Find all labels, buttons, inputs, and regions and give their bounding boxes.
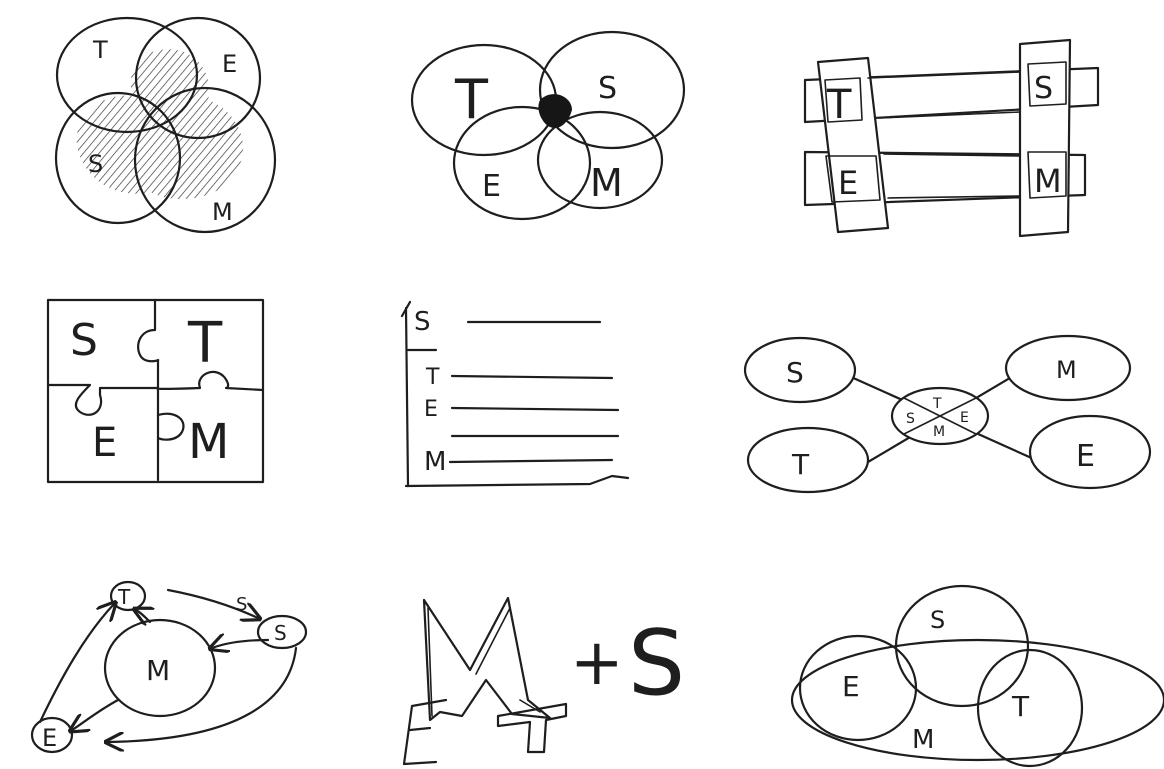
- label-m: M: [146, 654, 170, 687]
- sketch-overlap-four: T S E M: [412, 32, 684, 219]
- puzzle-vertical-seam: [138, 300, 158, 480]
- label-s: S: [930, 606, 945, 634]
- label-s: S: [628, 611, 685, 716]
- label-e: E: [92, 420, 117, 466]
- label-e: E: [42, 724, 57, 752]
- arrow-m-to-e: [72, 700, 118, 730]
- label-arrow-s: S: [236, 594, 247, 615]
- label-e: E: [1076, 439, 1095, 474]
- sketch-nested: S E T M: [792, 586, 1164, 766]
- label-t: T: [117, 585, 131, 609]
- label-e: E: [838, 164, 858, 202]
- sketch-woven-bars: T S E M: [805, 40, 1098, 236]
- label-m: M: [440, 692, 449, 703]
- label-plus: +: [570, 626, 624, 700]
- sketch-cycle: T S M E S: [32, 582, 306, 752]
- list-horizontal-axis: [406, 476, 628, 486]
- letter-t-outline: [498, 704, 566, 752]
- sketch-met-plus-s: M E T + S: [404, 598, 685, 764]
- label-t: T: [519, 732, 527, 743]
- arrow-s-to-e: [108, 648, 296, 742]
- label-m: M: [912, 725, 934, 755]
- label-t: T: [454, 68, 489, 131]
- label-e: E: [482, 169, 501, 204]
- label-s: S: [598, 71, 617, 106]
- label-t: T: [791, 448, 810, 481]
- sketch-cross-hub: S M T E T S E M: [745, 336, 1150, 492]
- list-line-m: [450, 460, 612, 462]
- label-m: M: [1056, 356, 1077, 384]
- puzzle-horizontal-seam: [48, 372, 263, 415]
- hub-label-m: M: [933, 424, 945, 440]
- label-e: E: [424, 397, 438, 422]
- bar-bottom-horizontal-overdraw: [884, 154, 1020, 198]
- hub-label-t: T: [932, 396, 942, 412]
- arrow-s-to-m: [212, 640, 268, 648]
- list-line-t: [452, 376, 612, 378]
- label-s: S: [414, 307, 431, 337]
- label-s: S: [70, 315, 98, 366]
- label-t: T: [425, 365, 440, 390]
- circle-t: [978, 650, 1082, 766]
- label-s: S: [274, 621, 287, 645]
- label-m: M: [590, 161, 623, 205]
- list-line-e: [452, 408, 618, 410]
- label-t: T: [826, 82, 852, 128]
- label-s: S: [786, 356, 804, 389]
- label-s: S: [1034, 71, 1053, 106]
- label-t: T: [1011, 690, 1030, 723]
- letter-e-outline: [404, 700, 446, 764]
- puzzle-lower-tab: [158, 414, 183, 440]
- hub-label-e: E: [960, 410, 969, 426]
- label-m: M: [212, 198, 233, 226]
- sketch-venn-four: T E S M: [56, 18, 275, 232]
- sketch-lined-list: S T E M: [402, 302, 628, 486]
- sketch-puzzle: S T E M: [48, 300, 263, 482]
- label-m: M: [1034, 162, 1062, 200]
- label-m: M: [188, 414, 229, 470]
- label-e: E: [410, 742, 416, 753]
- label-t: T: [187, 311, 223, 376]
- arrow-m-to-t: [136, 610, 150, 622]
- label-m: M: [424, 447, 446, 477]
- label-s: S: [88, 150, 103, 178]
- list-vertical-axis: [402, 302, 410, 486]
- hub-label-s: S: [906, 411, 915, 427]
- arrow-e-to-t: [40, 604, 114, 722]
- label-t: T: [92, 36, 108, 64]
- center-overlap-fill: [538, 94, 572, 128]
- label-e: E: [222, 50, 237, 78]
- label-e: E: [842, 670, 860, 703]
